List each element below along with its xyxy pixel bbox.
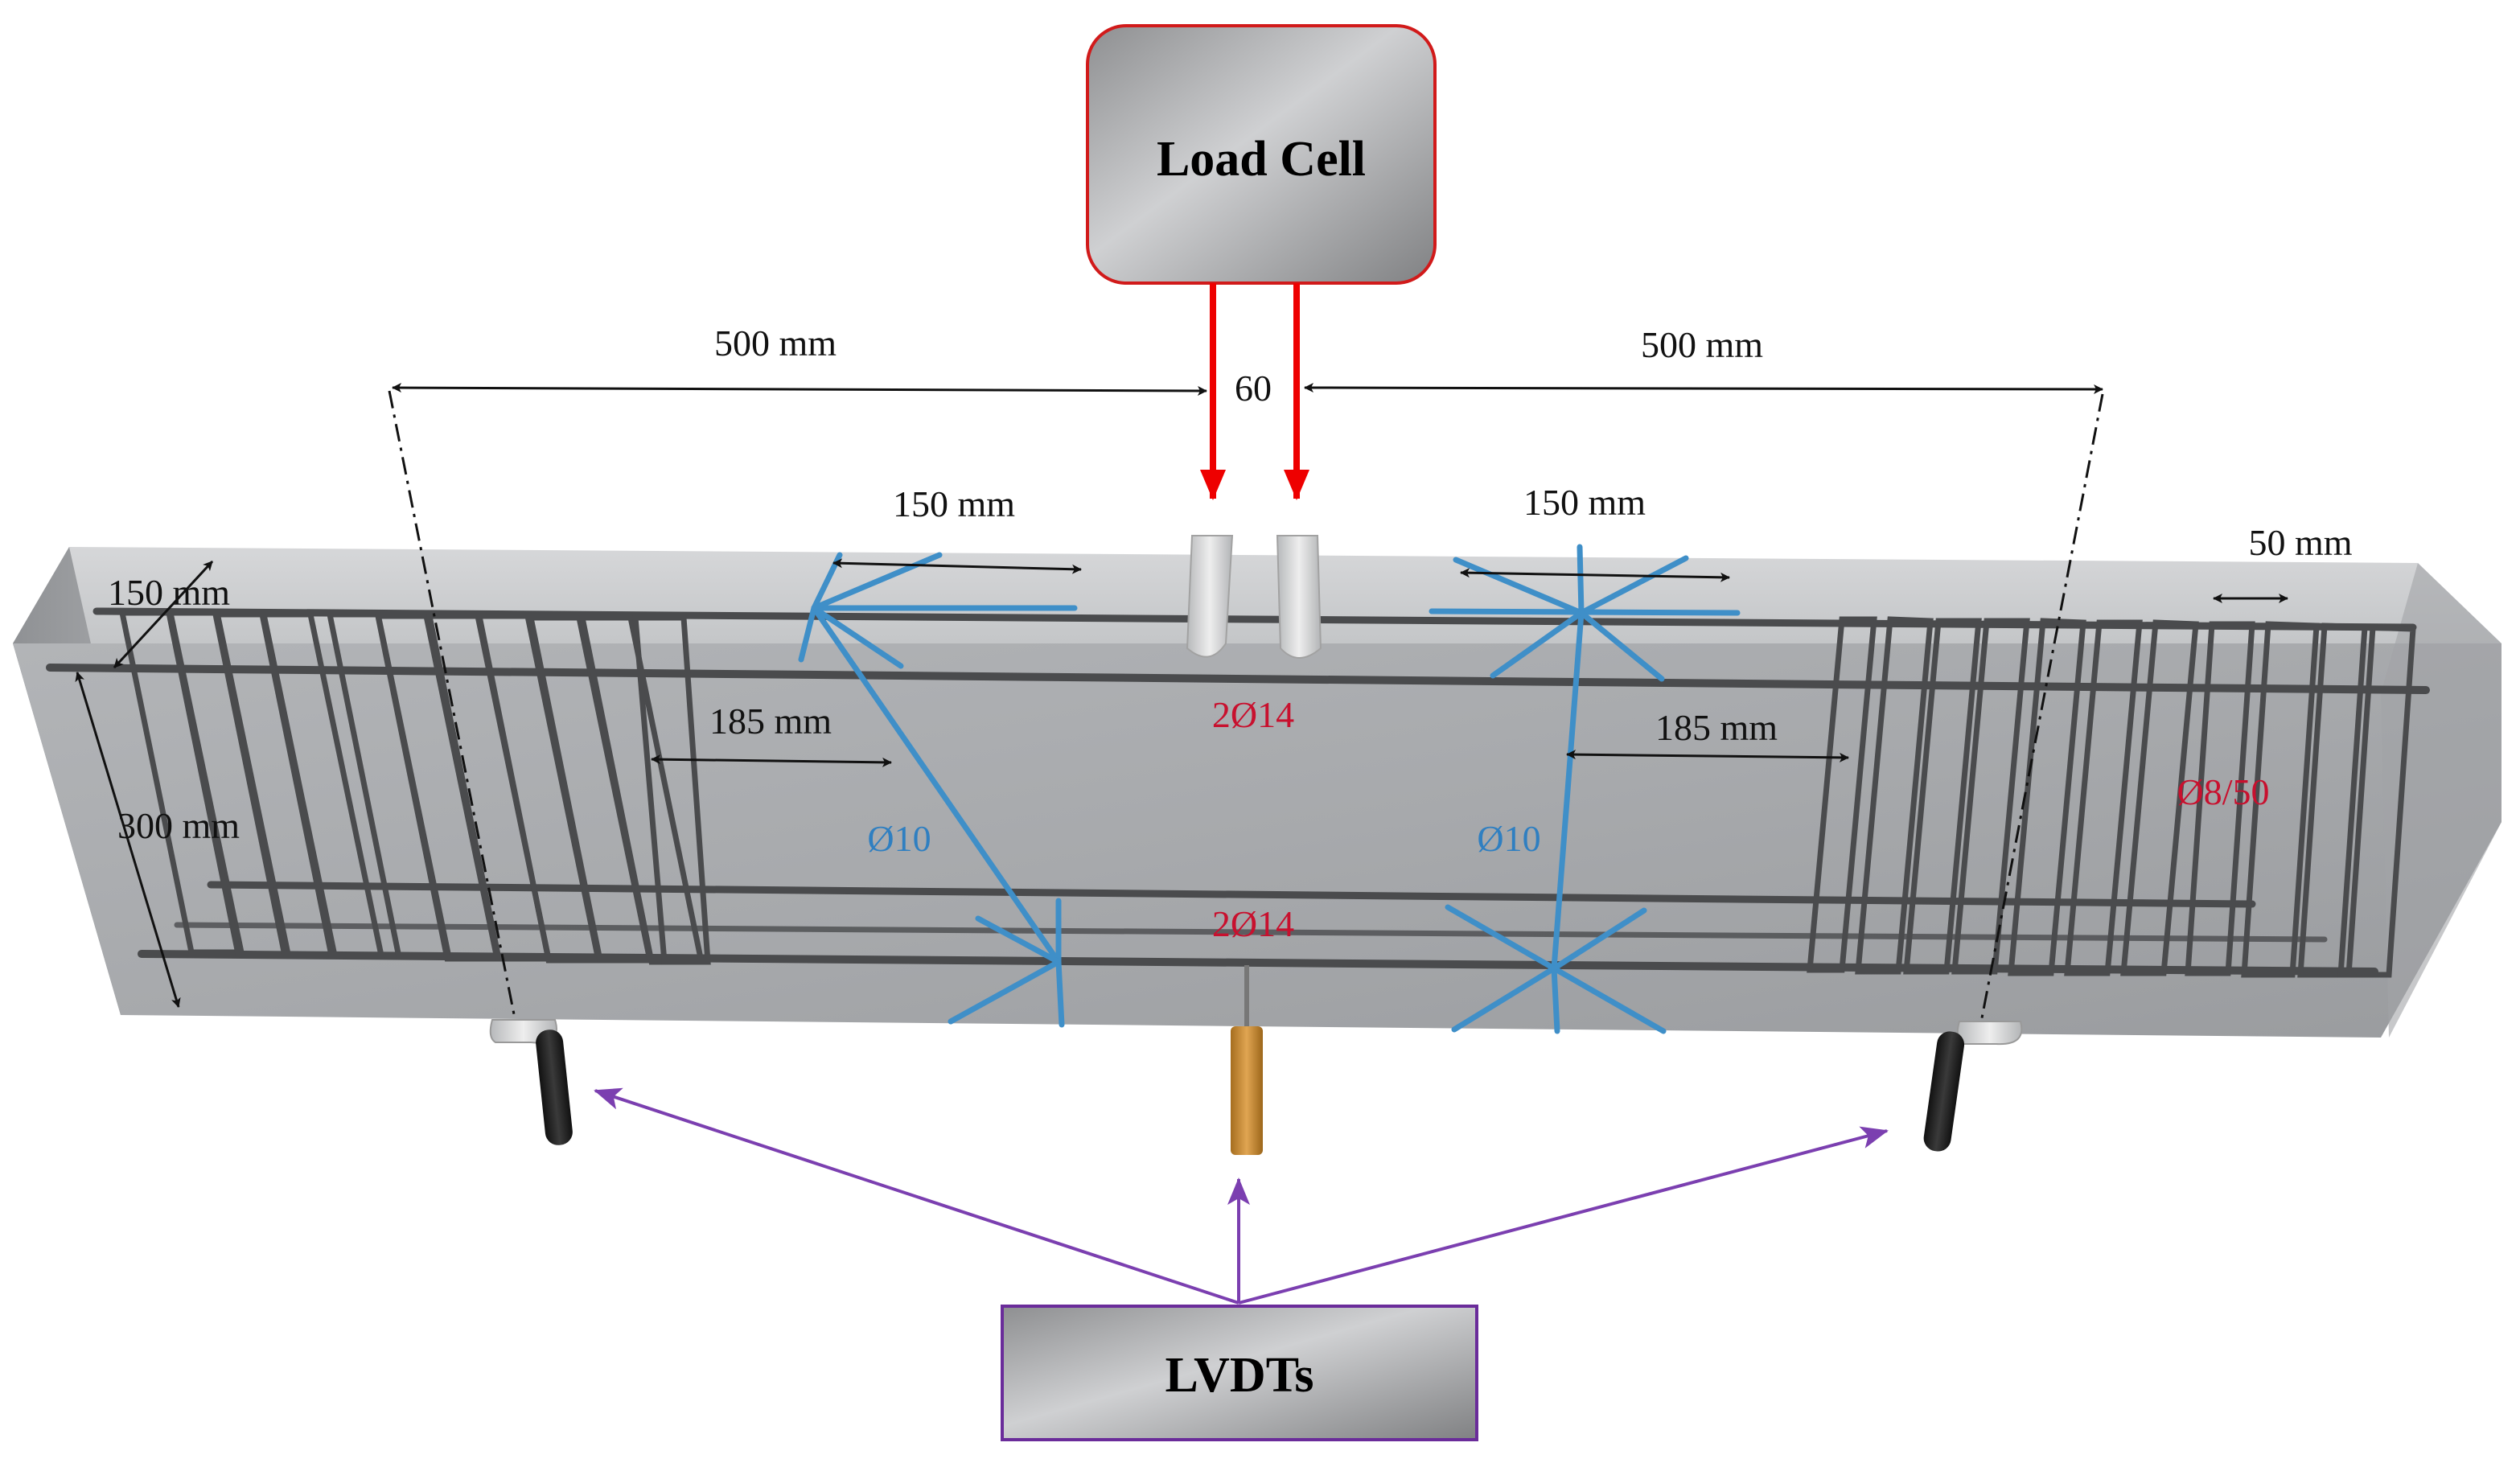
load-cell-box: [1086, 24, 1437, 285]
load-cell-label: Load Cell: [1157, 132, 1366, 187]
dim-shear-right: [1460, 568, 1730, 582]
dim-span-left: [392, 383, 1207, 396]
label-load-spacing: 60: [1235, 368, 1272, 409]
stirrups-left: [118, 610, 711, 965]
dimension-lines: [75, 383, 2288, 1008]
lvdt-arrow-right: [1238, 1126, 1889, 1305]
label-width: 150 mm: [108, 572, 230, 613]
stirrups-right: [1807, 616, 2416, 978]
label-bottom-bars: 2Ø14: [1212, 903, 1294, 944]
loading-roller-right: [1276, 535, 1322, 659]
load-arrows: [1200, 283, 1309, 500]
dimension-labels: 500 mm 500 mm 60 150 mm 150 mm 50 mm 150…: [108, 323, 2353, 846]
label-diagonal-right: Ø10: [1477, 818, 1540, 859]
label-stirrup-spacing: 50 mm: [2248, 522, 2352, 563]
label-span-right: 500 mm: [1641, 324, 1763, 365]
dim-dist-left: [651, 754, 892, 767]
lvdt-sensors: [536, 965, 1965, 1155]
label-shear-right: 150 mm: [1523, 482, 1646, 523]
load-cell: Load Cell: [1086, 24, 1437, 285]
lvdts-box-group: LVDTs: [1001, 1305, 1478, 1441]
lvdt-right: [1923, 1031, 1965, 1152]
label-dist-right: 185 mm: [1655, 707, 1778, 748]
label-dist-left: 185 mm: [709, 701, 832, 742]
lvdts-label: LVDTs: [1165, 1348, 1313, 1403]
label-span-left: 500 mm: [714, 323, 837, 364]
dim-shear-left: [832, 558, 1082, 574]
diagonal-bar-right: [1551, 610, 1585, 972]
label-top-bars: 2Ø14: [1212, 694, 1294, 735]
label-diagonal-left: Ø10: [867, 818, 931, 859]
dim-width: [113, 560, 214, 669]
loading-rollers: [1186, 535, 1322, 659]
diagonal-bars: [798, 544, 1741, 1034]
support-lines: [388, 390, 2104, 1027]
reinforcement-labels: 2Ø14 2Ø14 Ø10 Ø10 Ø8/50: [867, 694, 2269, 944]
label-shear-left: 150 mm: [893, 483, 1015, 524]
lvdt-center: [1231, 1026, 1263, 1155]
lvdt-arrows: [594, 1087, 1889, 1305]
loading-roller-left: [1186, 535, 1234, 658]
dim-span-right: [1304, 383, 2103, 394]
dim-dist-right: [1566, 750, 1849, 762]
lvdts-box: [1001, 1305, 1478, 1441]
label-height: 300 mm: [117, 805, 240, 846]
rebar-cage: [46, 607, 2430, 978]
support-line-right: [1979, 393, 2104, 1027]
support-plate-right: [1956, 1021, 2023, 1046]
label-stirrups: Ø8/50: [2177, 771, 2270, 812]
bottom-bar-mid: [174, 922, 2328, 943]
lvdt-arrow-left: [594, 1087, 1239, 1305]
support-line-left: [388, 390, 518, 1027]
lvdt-left: [536, 1029, 573, 1145]
dim-height: [75, 672, 181, 1008]
diagonal-bar-left: [811, 605, 1062, 965]
